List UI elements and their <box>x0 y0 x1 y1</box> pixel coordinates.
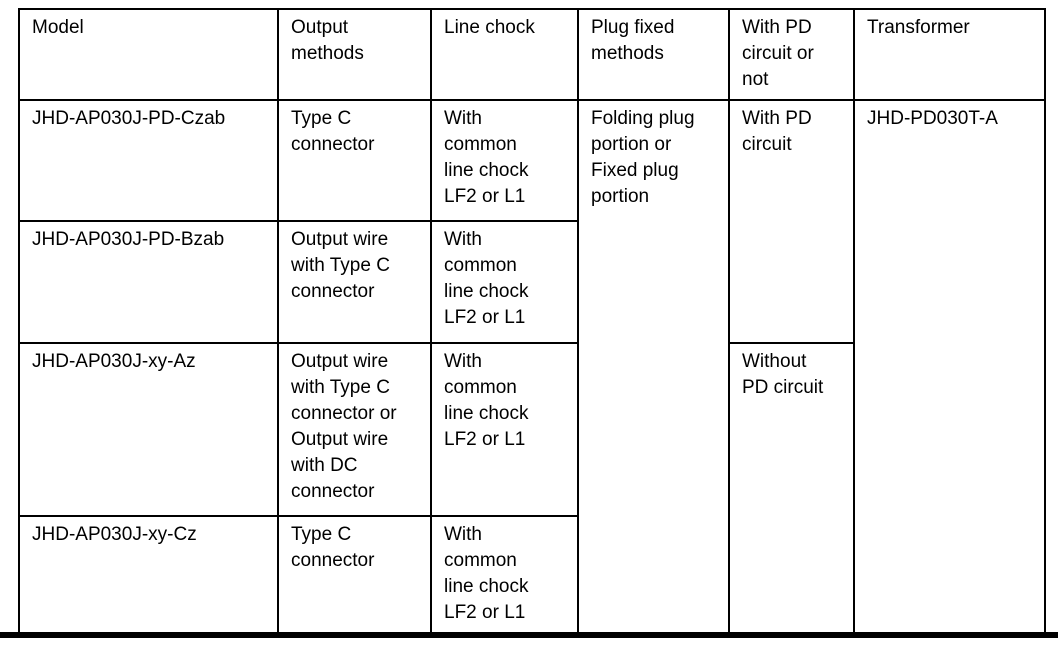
line-chock-cell: With common line chock LF2 or L1 <box>430 342 579 517</box>
output-method-cell: Output wire with Type C connector <box>277 220 432 344</box>
header-output-methods: Output methods <box>277 8 432 101</box>
model-cell: JHD-AP030J-xy-Az <box>18 342 279 517</box>
model-cell: JHD-AP030J-PD-Bzab <box>18 220 279 344</box>
output-method-cell: Type C connector <box>277 515 432 634</box>
model-cell: JHD-AP030J-PD-Czab <box>18 99 279 222</box>
output-method-cell: Output wire with Type C connector or Out… <box>277 342 432 517</box>
table-row: JHD-AP030J-PD-Czab Type C connector With… <box>18 99 1046 634</box>
table-row: JHD-AP030J-PD-Bzab Output wire with Type… <box>18 220 1045 344</box>
header-plug-fixed-methods: Plug fixed methods <box>577 8 730 101</box>
output-method-cell: Type C connector <box>277 99 432 222</box>
plug-fixed-methods-cell: Folding plug portion or Fixed plug porti… <box>577 99 730 634</box>
table-row: JHD-AP030J-xy-Cz Type C connector With c… <box>18 515 1045 634</box>
with-pd-circuit-cell: With PD circuit <box>728 99 855 344</box>
header-transformer: Transformer <box>853 8 1046 101</box>
line-chock-cell: With common line chock LF2 or L1 <box>430 515 579 634</box>
model-cell: JHD-AP030J-xy-Cz <box>18 515 279 634</box>
table-header-row: Model Output methods Line chock Plug fix… <box>18 8 1046 101</box>
line-chock-cell: With common line chock LF2 or L1 <box>430 99 579 222</box>
without-pd-circuit-cell: Without PD circuit <box>728 342 855 634</box>
spec-table: Model Output methods Line chock Plug fix… <box>18 8 1046 634</box>
header-model: Model <box>18 8 279 101</box>
header-line-chock: Line chock <box>430 8 579 101</box>
header-pd-circuit: With PD circuit or not <box>728 8 855 101</box>
page-bottom-rule <box>0 632 1058 638</box>
transformer-cell: JHD-PD030T-A <box>853 99 1046 634</box>
line-chock-cell: With common line chock LF2 or L1 <box>430 220 579 344</box>
